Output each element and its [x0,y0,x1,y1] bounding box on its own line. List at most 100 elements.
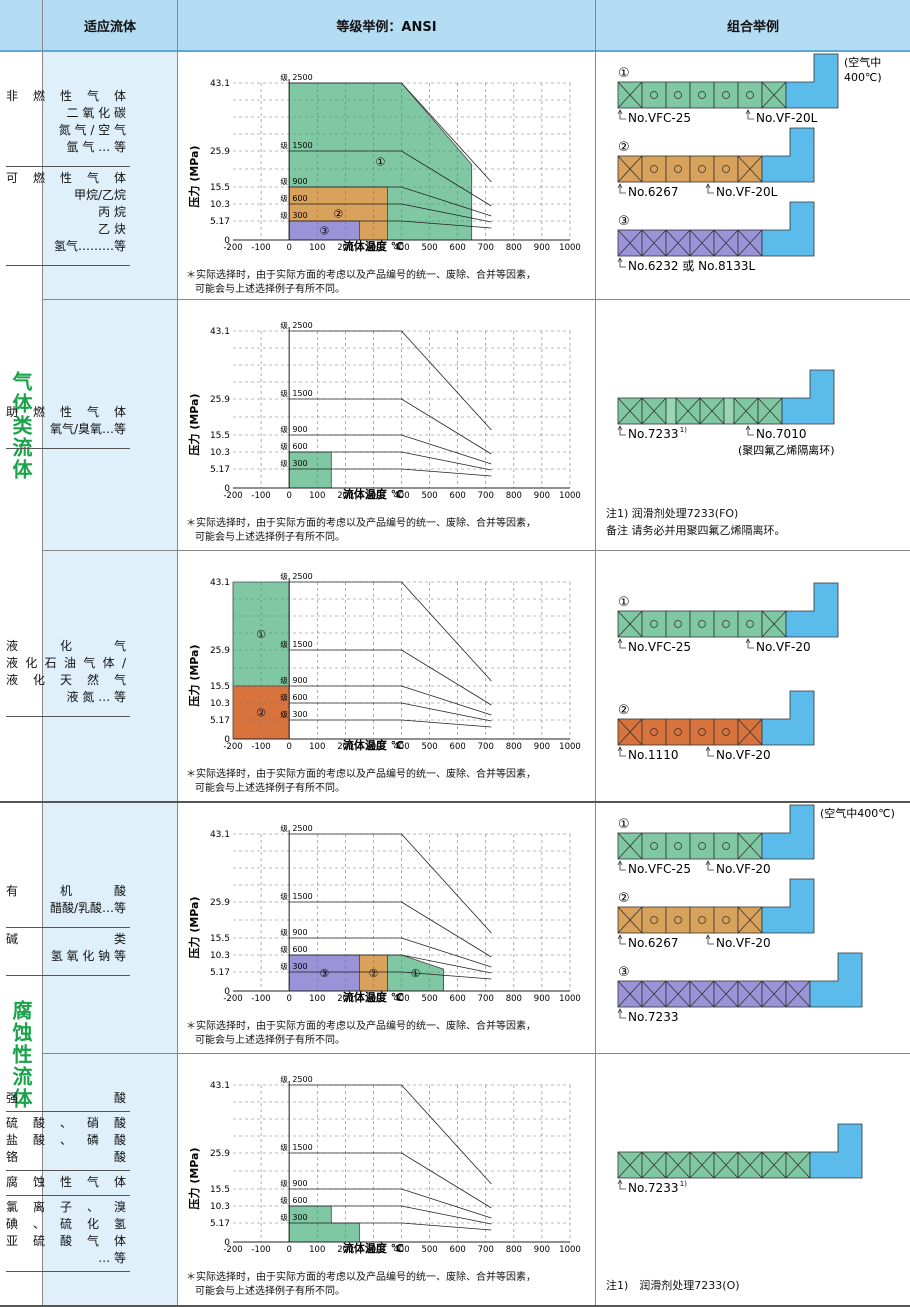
x-tick-label: 500 [421,994,437,1004]
packing-ring-circle [665,718,691,746]
part-number-label: No.VFC-25 [628,111,691,125]
packing-ring-circle [665,81,691,109]
header-blank [0,0,43,52]
x-tick-label: 100 [309,1245,325,1255]
fluid-group: 强 酸 [6,1087,130,1112]
part-number-label: No.6232 或 No.8133L [628,259,756,273]
gland-follower [781,369,835,425]
x-axis-label: 流体温度 ℃ [343,1241,404,1255]
x-tick-label: 0 [286,243,291,253]
y-tick-label: 0 [224,1238,230,1248]
fluid-line: 腐 蚀 性 气 体 [6,1175,126,1189]
gland-follower [785,53,839,109]
y-tick-label: 25.9 [210,147,230,157]
class-prefix: 级 [280,675,288,685]
packing-ring-circle [689,610,715,638]
fluid-line: 乙 炔 [98,222,126,236]
class-label: 900 [292,928,307,937]
packing-ring-circle [689,155,715,183]
fluid-group: 有 机 酸醋酸/乳酸…等 [6,880,130,928]
fluid-line: 液化石油气体/ [6,656,126,670]
x-tick-label: 1000 [559,491,581,501]
class-label: 1500 [292,389,312,398]
class-prefix: 级 [280,1142,288,1152]
class-prefix: 级 [280,692,288,702]
class-label: 300 [292,962,307,971]
class-label: 900 [292,425,307,434]
x-tick-label: 900 [534,742,550,752]
y-tick-label: 10.3 [210,1202,230,1212]
class-prefix: 级 [280,1195,288,1205]
part-number-label: No.6267 [628,936,678,950]
part-number-label: No.VF-20 [716,862,771,876]
x-tick-label: 600 [450,1245,466,1255]
packing-ring-circle [641,610,667,638]
x-tick-label: 700 [478,1245,494,1255]
gland-follower [761,878,815,934]
class-label: 300 [292,211,307,220]
combination-note: 备注 请务必并用聚四氟乙烯隔离环。 [606,524,786,537]
chart-note-line2: 可能会与上述选择例子有所不同。 [195,532,345,543]
fluid-group: 碱 类氢 氧 化 钠 等 [6,928,130,976]
combination-diagram: ③ No.6232 或 No.8133L [617,201,815,273]
x-tick-label: 700 [478,994,494,1004]
chart-note-line1: ＊实际选择时，由于实际方面的考虑以及产品编号的统一、废除、合并等因素， [186,769,536,780]
chart-note-line1: ＊实际选择时，由于实际方面的考虑以及产品编号的统一、废除、合并等因素， [186,270,536,281]
y-tick-label: 10.3 [210,200,230,210]
part-number-label: No.VFC-25 [628,640,691,654]
x-tick-label: 300 [365,243,381,253]
y-tick-label: 0 [224,484,230,494]
x-tick-label: 1000 [559,243,581,253]
part-number-label: No.VFC-25 [628,862,691,876]
y-tick-label: 5.17 [210,465,230,475]
fluid-line: 助 燃 性 气 体 [6,405,126,419]
x-tick-label: 0 [286,491,291,501]
combination-note: 注1) 润滑剂处理7233(FO) [606,507,739,520]
category-gas: 气体类流体 [0,52,43,800]
combination-number: ③ [618,214,630,229]
chart-region-label: ① [376,156,386,169]
y-tick-label: 10.3 [210,951,230,961]
x-tick-label: 800 [506,1245,522,1255]
packing-ring-circle [641,718,667,746]
x-tick-label: 300 [365,994,381,1004]
y-tick-label: 5.17 [210,968,230,978]
combination-side-note: (空气中400℃) [820,806,895,820]
fluid-line: 氢 氧 化 钠 等 [50,949,126,963]
class-prefix: 级 [280,1178,288,1188]
y-tick-label: 15.5 [210,1185,230,1195]
chart-note-line2: 可能会与上述选择例子有所不同。 [195,1286,345,1297]
y-tick-label: 25.9 [210,1149,230,1159]
class-label: 600 [292,194,307,203]
x-axis-label: 流体温度 ℃ [343,990,404,1004]
class-label: 300 [292,1213,307,1222]
y-tick-label: 10.3 [210,699,230,709]
x-tick-label: -200 [223,243,242,253]
class-label: 2500 [292,73,312,82]
class-prefix: 级 [280,639,288,649]
chart-region-label: ③ [319,967,329,980]
packing-ring-circle [737,610,763,638]
header-combination: 组合举例 [596,0,910,52]
x-tick-label: 400 [393,243,409,253]
x-tick-label: -100 [251,742,270,752]
fluid-line: 碘 、 硫 化 氢 [6,1217,126,1231]
x-tick-label: 200 [337,1245,353,1255]
gland-follower [809,952,863,1008]
fluid-line: 有 机 酸 [6,884,126,898]
x-tick-label: 700 [478,243,494,253]
chart-note-line1: ＊实际选择时，由于实际方面的考虑以及产品编号的统一、废除、合并等因素， [186,1021,536,1032]
part-number-label: No.VF-20 [756,640,811,654]
x-tick-label: 400 [393,994,409,1004]
class-label: 900 [292,177,307,186]
class-prefix: 级 [280,709,288,719]
combination-side-note: 400℃) [844,71,882,84]
x-tick-label: 400 [393,491,409,501]
class-prefix: 级 [280,72,288,82]
x-tick-label: -200 [223,1245,242,1255]
combination-side-note: (空气中 [844,55,881,69]
chart-region-label: ① [411,967,421,980]
y-tick-label: 0 [224,735,230,745]
